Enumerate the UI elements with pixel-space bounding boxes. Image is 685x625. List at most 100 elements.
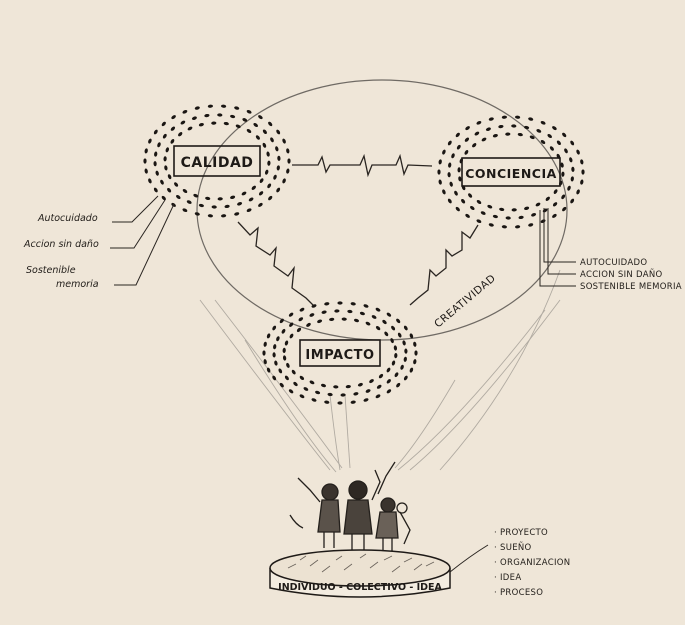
halo-dot (275, 129, 280, 135)
halo-dot (441, 189, 446, 195)
halo-dot (170, 126, 176, 132)
halo-dot (449, 181, 453, 187)
halo-dot (437, 169, 440, 174)
halo-dot (317, 319, 323, 324)
halo-dot (287, 158, 290, 163)
halo-dot (487, 204, 493, 209)
halo-dot (363, 398, 369, 403)
halo-dot (567, 185, 572, 191)
halo-dot (488, 223, 494, 228)
halo-dot (571, 167, 575, 172)
halo-dot (467, 192, 473, 198)
halo-dot (414, 350, 417, 355)
halo-dot (350, 400, 356, 404)
node-conciencia: CONCIENCIA (462, 158, 560, 186)
halo-dot (204, 114, 210, 118)
halo-dot (208, 104, 213, 108)
halo-dot (512, 208, 517, 212)
halo-dot (221, 104, 226, 108)
halo-dot (359, 311, 365, 316)
halo-dot (569, 140, 574, 146)
halo-dot (511, 124, 516, 127)
right-note: AUTOCUIDADO (580, 258, 647, 268)
halo-dot (465, 125, 471, 131)
halo-dot (376, 384, 382, 390)
halo-dot (257, 202, 263, 208)
halo-dot (485, 127, 491, 132)
halo-dot (311, 398, 317, 403)
right-note: SOSTENIBLE MEMORIA (580, 282, 682, 292)
halo-dot (453, 190, 458, 196)
halo-dot (394, 353, 398, 358)
halo-dot (403, 375, 408, 381)
halo-dot (272, 352, 275, 357)
people-figures (290, 462, 410, 552)
halo-dot (286, 148, 290, 154)
halo-dot (221, 214, 226, 218)
halo-dot (413, 341, 417, 347)
halo-dot (397, 332, 402, 338)
halo-dot (253, 122, 259, 128)
halo-dot (337, 301, 342, 304)
halo-dot (464, 149, 469, 155)
halo-dot (175, 194, 181, 200)
halo-dot (321, 383, 327, 388)
halo-dot (230, 195, 236, 200)
halo-dot (337, 401, 342, 404)
halo-dot (194, 106, 200, 111)
halo-dot (403, 325, 408, 331)
halo-dot (561, 206, 567, 212)
halo-dot (281, 328, 286, 334)
halo-dot (395, 382, 401, 388)
halo-dot (246, 208, 252, 213)
halo-dot (570, 176, 574, 182)
halo-dot (291, 369, 297, 375)
halo-dot (286, 168, 290, 174)
halo-dot (191, 116, 197, 121)
halo-dot (492, 214, 498, 218)
halo-dot (272, 325, 277, 331)
halo-dot (147, 178, 152, 184)
halo-dot (246, 109, 252, 114)
halo-dot (218, 197, 223, 201)
halo-dot (298, 316, 304, 322)
halo-dot (561, 172, 564, 177)
halo-dot (258, 190, 264, 196)
halo-dot (471, 142, 477, 148)
halo-dot (263, 341, 267, 347)
right-annotations: AUTOCUIDADO ACCION SIN DAÑO SOSTENIBLE M… (540, 208, 682, 292)
halo-dot (324, 302, 330, 306)
halo-dot (375, 307, 381, 312)
pedestal-label: INDIVIDUO - COLECTIVO - IDEA (278, 582, 442, 593)
halo-dot (161, 121, 167, 127)
halo-dot (205, 196, 211, 200)
node-label: IMPACTO (305, 348, 374, 363)
halo-dot (230, 114, 236, 118)
halo-dot (460, 198, 466, 204)
halo-dot (518, 215, 524, 219)
halo-dot (296, 327, 302, 333)
halo-dot (329, 317, 335, 321)
halo-dot (224, 204, 230, 208)
halo-dot (506, 216, 511, 219)
halo-dot (347, 310, 353, 314)
halo-dot (465, 213, 471, 219)
halo-dot (285, 362, 290, 368)
halo-dot (284, 340, 289, 346)
halo-dot (549, 145, 555, 151)
halo-dot (164, 165, 168, 171)
halo-dot (147, 138, 152, 144)
right-note: ACCION SIN DAÑO (580, 269, 663, 280)
halo-dot (386, 388, 392, 394)
halo-dot (569, 198, 574, 204)
halo-dot (309, 380, 315, 385)
halo-dot (447, 172, 451, 177)
halo-dot (282, 178, 287, 184)
pedestal: INDIVIDUO - COLECTIVO - IDEA (270, 550, 450, 597)
halo-dot (448, 162, 452, 168)
halo-dot (492, 133, 498, 138)
halo-dot (474, 131, 480, 137)
halo-dot (283, 355, 287, 361)
left-note: Autocuidado (37, 213, 98, 224)
halo-dot (413, 359, 417, 365)
